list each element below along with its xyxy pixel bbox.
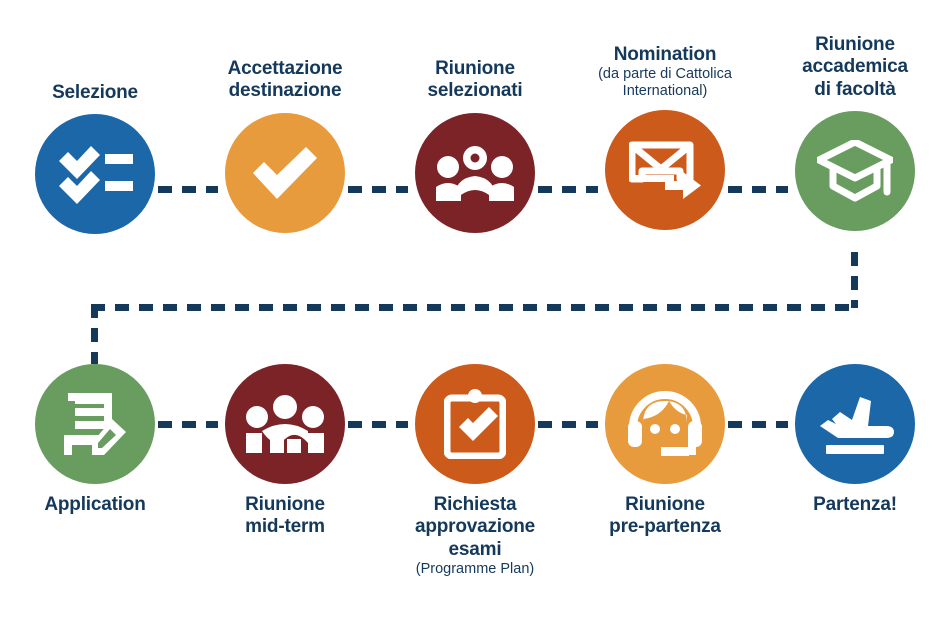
step-title: Application bbox=[44, 494, 146, 515]
step-caption-partenza: Partenza! bbox=[813, 494, 897, 516]
step-title: Riunione selezionati bbox=[427, 58, 523, 102]
step-title: Riunione accademica di facoltà bbox=[802, 34, 908, 100]
step-caption-riunione-prepartenza: Riunione pre-partenza bbox=[609, 494, 721, 539]
step-caption-selezione: Selezione bbox=[52, 82, 138, 104]
step-circle-nomination[interactable] bbox=[605, 109, 725, 230]
step-node-nomination[interactable]: Nomination (da parte di Cattolica Intern… bbox=[560, 44, 770, 230]
step-title: Accettazione destinazione bbox=[227, 58, 343, 102]
step-circle-riunione-accademica[interactable] bbox=[795, 111, 915, 232]
connector-step6-step7 bbox=[158, 421, 218, 428]
step-title: Selezione bbox=[52, 82, 138, 103]
step-node-riunione-prepartenza[interactable]: Riunione pre-partenza bbox=[560, 364, 770, 539]
step-subtitle: (Programme Plan) bbox=[415, 561, 535, 578]
connector-step7-step8 bbox=[348, 421, 408, 428]
envelope-send-icon bbox=[629, 139, 701, 201]
connector-step5-down bbox=[851, 252, 858, 308]
step-node-application[interactable]: Application bbox=[0, 364, 200, 516]
step-circle-riunione-midterm[interactable] bbox=[225, 364, 345, 484]
step-caption-accettazione: Accettazione destinazione bbox=[228, 58, 343, 103]
connector-step8-step9 bbox=[538, 421, 598, 428]
step-title: Nomination bbox=[613, 44, 717, 65]
group-meeting-icon bbox=[246, 395, 324, 453]
clipboard-check-icon bbox=[444, 389, 506, 459]
step-circle-application[interactable] bbox=[35, 364, 155, 484]
step-circle-selezione[interactable] bbox=[35, 114, 155, 235]
step-title: Riunione pre-partenza bbox=[609, 494, 721, 538]
step-circle-riunione-prepartenza[interactable] bbox=[605, 364, 725, 484]
headset-support-icon bbox=[628, 391, 702, 457]
step-caption-riunione-accademica: Riunione accademica di facoltà bbox=[802, 34, 908, 101]
step-title: Partenza! bbox=[813, 494, 897, 515]
step-node-accettazione[interactable]: Accettazione destinazione bbox=[180, 58, 390, 233]
connector-step4-step5 bbox=[728, 186, 788, 193]
step-circle-partenza[interactable] bbox=[795, 364, 915, 484]
step-caption-nomination: Nomination (da parte di Cattolica Intern… bbox=[598, 44, 732, 100]
step-caption-riunione-midterm: Riunione mid-term bbox=[245, 494, 325, 539]
step-subtitle: (da parte di Cattolica International) bbox=[598, 66, 732, 100]
step-node-richiesta-esami[interactable]: Richiesta approvazione esami (Programme … bbox=[370, 364, 580, 578]
connector-step3-step4 bbox=[538, 186, 598, 193]
connector-step6-down bbox=[91, 304, 98, 364]
step-node-riunione-midterm[interactable]: Riunione mid-term bbox=[180, 364, 390, 539]
step-node-selezione[interactable]: Selezione bbox=[0, 82, 200, 235]
step-node-riunione-selezionati[interactable]: Riunione selezionati bbox=[370, 58, 580, 233]
step-caption-richiesta-esami: Richiesta approvazione esami (Programme … bbox=[415, 494, 535, 578]
connector-row-return bbox=[91, 304, 858, 311]
airplane-departure-icon bbox=[816, 393, 894, 455]
step-caption-application: Application bbox=[44, 494, 145, 516]
connector-step9-step10 bbox=[728, 421, 788, 428]
step-node-riunione-accademica[interactable]: Riunione accademica di facoltà bbox=[750, 34, 950, 232]
connector-step1-step2 bbox=[158, 186, 218, 193]
step-circle-riunione-selezionati[interactable] bbox=[415, 112, 535, 233]
checkmark-icon bbox=[250, 145, 320, 201]
checklist-icon bbox=[57, 144, 133, 205]
document-edit-icon bbox=[60, 391, 130, 457]
step-title: Richiesta approvazione esami bbox=[414, 494, 536, 560]
step-title: Riunione mid-term bbox=[245, 494, 325, 538]
step-circle-accettazione[interactable] bbox=[225, 112, 345, 233]
step-circle-richiesta-esami[interactable] bbox=[415, 364, 535, 484]
connector-step2-step3 bbox=[348, 186, 408, 193]
step-node-partenza[interactable]: Partenza! bbox=[750, 364, 950, 516]
graduation-cap-icon bbox=[817, 140, 893, 202]
group-people-icon bbox=[436, 145, 514, 201]
step-caption-riunione-selezionati: Riunione selezionati bbox=[428, 58, 523, 103]
